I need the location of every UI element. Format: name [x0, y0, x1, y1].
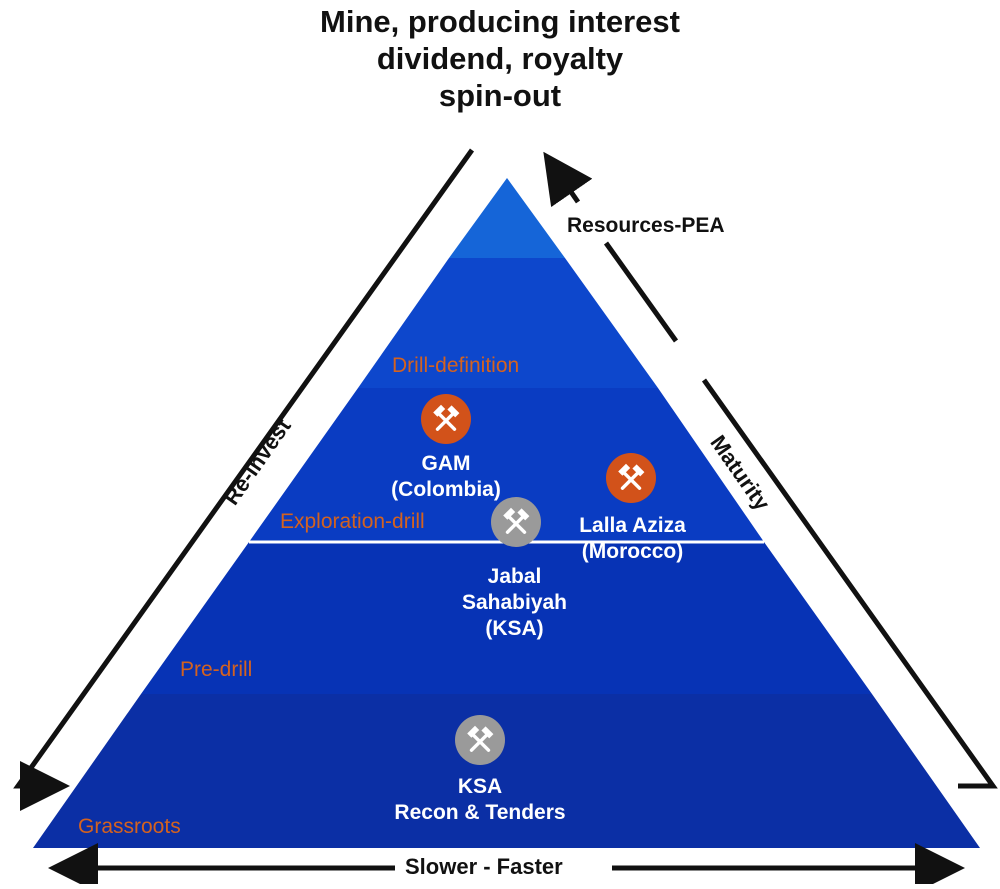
project-ksa-name: KSA [457, 775, 503, 798]
band-drill-definition [249, 388, 764, 542]
maturity-arrow [701, 378, 998, 789]
band-resources [358, 258, 658, 388]
project-jabal-name-1: Jabal [487, 565, 542, 588]
project-jabal-name-2: Sahabiyah [461, 591, 568, 614]
title-line-2: dividend, royalty [376, 41, 624, 76]
project-ksa-recon: KSA Recon & Tenders [350, 774, 610, 826]
project-gam-name: GAM [421, 452, 471, 475]
project-jabal-country: (KSA) [485, 617, 544, 640]
pickaxe-hammer-icon [433, 404, 460, 431]
pickaxe-hammer-icon [467, 725, 494, 752]
band-grassroots [33, 694, 980, 848]
reinvest-arrow [13, 148, 475, 811]
project-ksa-detail: Recon & Tenders [394, 801, 566, 824]
pickaxe-hammer-icon [491, 497, 541, 547]
stage-label-grassroots: Grassroots [78, 815, 181, 838]
pickaxe-hammer-icon [455, 715, 505, 765]
project-lalla-aziza-name: Lalla Aziza [579, 514, 686, 537]
band-pre-drill [141, 542, 872, 694]
stage-label-exploration-drill: Exploration-drill [280, 510, 425, 533]
maturity-arrow-mid [603, 241, 679, 343]
stage-label-drill-definition: Drill-definition [392, 354, 520, 377]
project-lalla-aziza: Lalla Aziza (Morocco) [550, 513, 715, 565]
title-line-3: spin-out [438, 78, 562, 113]
band-peak [449, 178, 565, 258]
project-jabal-sahabiyah: Jabal Sahabiyah (KSA) [427, 564, 602, 642]
title-line-1: Mine, producing interest [320, 4, 680, 39]
project-lalla-aziza-country: (Morocco) [581, 540, 684, 563]
pickaxe-hammer-icon [503, 507, 530, 534]
pickaxe-hammer-icon [606, 453, 656, 503]
project-gam: GAM (Colombia) [356, 451, 536, 503]
stage-label-pre-drill: Pre-drill [180, 658, 253, 681]
pickaxe-hammer-icon [618, 463, 645, 490]
stage-label-resources: Resources-PEA [567, 214, 725, 237]
project-gam-country: (Colombia) [391, 478, 501, 501]
maturity-arrow-head [543, 151, 593, 208]
side-label-speed: Slower - Faster [405, 854, 563, 879]
pickaxe-hammer-icon [421, 394, 471, 444]
